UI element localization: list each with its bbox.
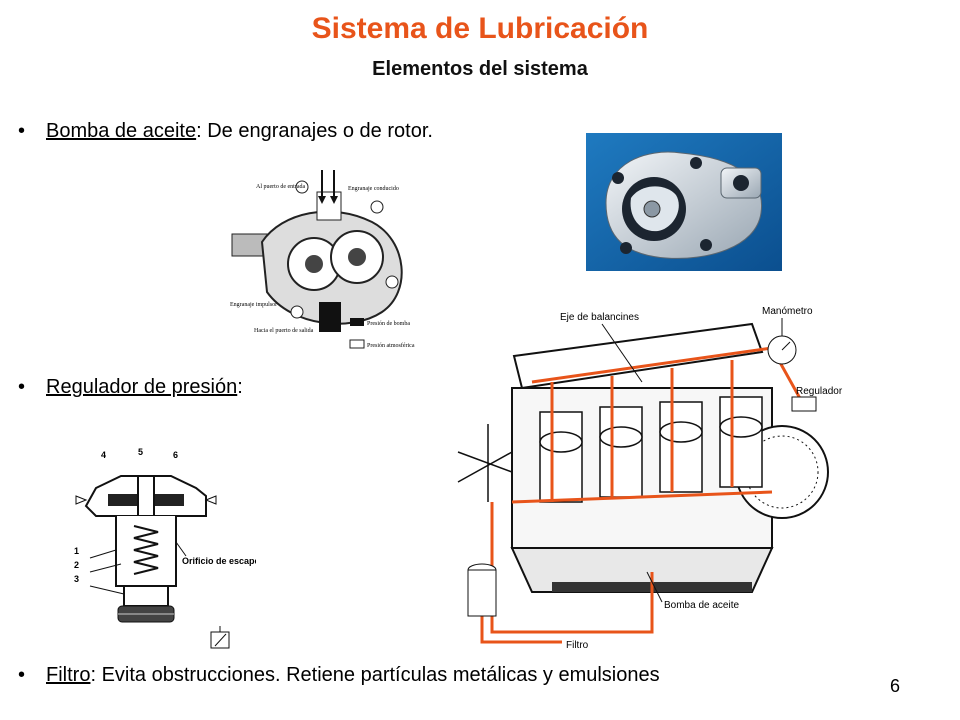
bullet-dot: • — [18, 376, 26, 398]
gear-pump-label-outlet: Hacia el puerto de salida — [254, 328, 314, 334]
bullet-text: : — [237, 376, 243, 398]
gear-pump-label-inlet: Al puerto de entrada — [256, 184, 305, 190]
regulator-number: 4 — [101, 450, 106, 460]
bullet-pressure-regulator: • Regulador de presión: — [18, 376, 243, 399]
regulator-number: 1 — [74, 546, 79, 556]
gear-pump-legend-atm: Presión atmosférica — [367, 342, 415, 349]
gear-pump-legend-pump: Presión de bomba — [367, 321, 410, 327]
bullet-term: Bomba de aceite — [46, 120, 197, 142]
gear-pump-diagram: Al puerto de entrada Engranaje conducido… — [222, 162, 432, 362]
bullet-dot: • — [18, 120, 26, 142]
slide-title: Sistema de Lubricación — [311, 12, 649, 45]
regulator-number: 5 — [138, 447, 143, 457]
bullet-filter: • Filtro: Evita obstrucciones. Retiene pa… — [18, 664, 660, 687]
engine-label-filter: Filtro — [566, 640, 589, 651]
bullet-oil-pump: • Bomba de aceite: De engranajes o de rot… — [18, 120, 433, 143]
gear-pump-label-drive: Engranaje impulsor — [230, 302, 277, 308]
pressure-regulator-diagram: 4 5 6 1 2 3 Orificio de escape — [66, 446, 256, 660]
engine-label-oil-pump: Bomba de aceite — [664, 600, 739, 611]
regulator-orifice-label: Orificio de escape — [182, 556, 256, 566]
engine-label-rocker-shaft: Eje de balancines — [560, 312, 639, 323]
gear-pump-label-driven: Engranaje conducido — [348, 186, 399, 192]
bullet-term: Regulador de presión — [46, 376, 238, 398]
bullet-text: : De engranajes o de rotor. — [196, 120, 433, 142]
regulator-number: 6 — [173, 450, 178, 460]
page-number: 6 — [889, 676, 900, 696]
bullet-term: Filtro — [46, 664, 91, 686]
bullet-dot: • — [18, 664, 26, 686]
engine-label-gauge: Manómetro — [762, 306, 813, 317]
slide-subtitle: Elementos del sistema — [372, 58, 588, 80]
rotor-pump-photo — [586, 133, 782, 271]
engine-label-regulator: Regulador — [796, 386, 843, 397]
engine-lubrication-diagram: Eje de balancines Manómetro Regulador Bo… — [452, 302, 860, 654]
regulator-number: 2 — [74, 560, 79, 570]
regulator-number: 3 — [74, 574, 79, 584]
bullet-text: : Evita obstrucciones. Retiene partícula… — [90, 664, 660, 686]
